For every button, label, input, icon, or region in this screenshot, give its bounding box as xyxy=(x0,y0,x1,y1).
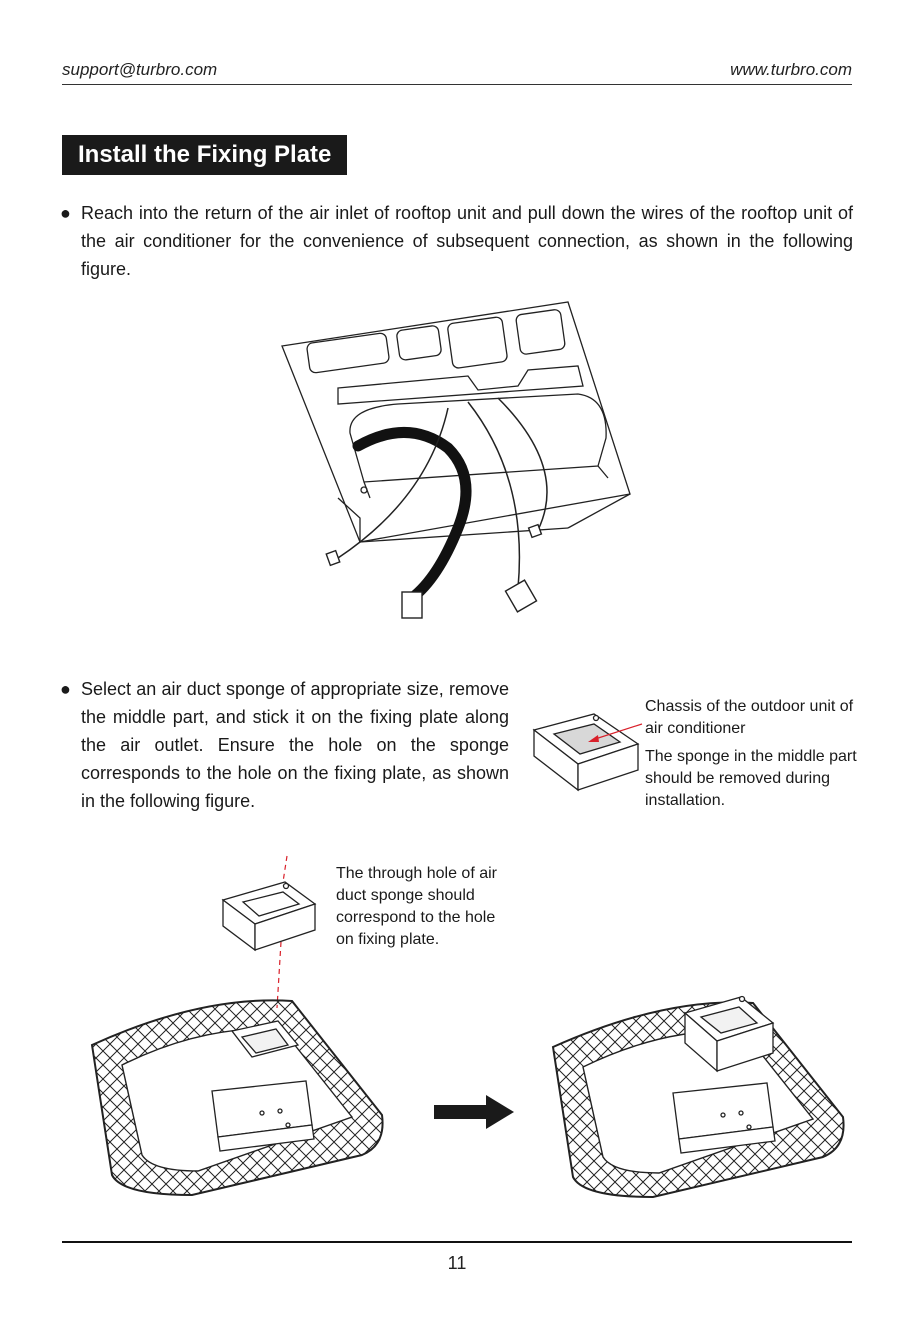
section-title: Install the Fixing Plate xyxy=(62,135,348,175)
step-2: ● Select an air duct sponge of appropria… xyxy=(60,675,509,815)
callout-sponge-middle: The sponge in the middle part should be … xyxy=(645,748,857,809)
fixing-plate-after-illustration xyxy=(551,995,845,1199)
step-1-text: Reach into the return of the air inlet o… xyxy=(81,203,853,279)
arrow-right-icon xyxy=(434,1095,514,1129)
rooftop-wires-illustration xyxy=(281,301,631,619)
bullet-icon: ● xyxy=(60,203,71,223)
page-number: 11 xyxy=(447,1253,467,1273)
bullet-icon: ● xyxy=(60,679,71,699)
fixing-plate-before-illustration xyxy=(90,999,384,1197)
callout-chassis: Chassis of the outdoor unit of air condi… xyxy=(645,698,854,737)
footer-divider xyxy=(62,1241,852,1243)
callout-through-hole: The through hole of air duct sponge shou… xyxy=(336,865,497,948)
header-email: support@turbro.com xyxy=(62,60,218,79)
step-1: ● Reach into the return of the air inlet… xyxy=(60,199,853,283)
header-website: www.turbro.com xyxy=(730,60,852,79)
step-2-text: Select an air duct sponge of appropriate… xyxy=(81,679,509,811)
sponge-alignment-illustration xyxy=(221,855,317,1009)
header-divider xyxy=(62,84,852,85)
sponge-chassis-illustration xyxy=(532,713,643,792)
